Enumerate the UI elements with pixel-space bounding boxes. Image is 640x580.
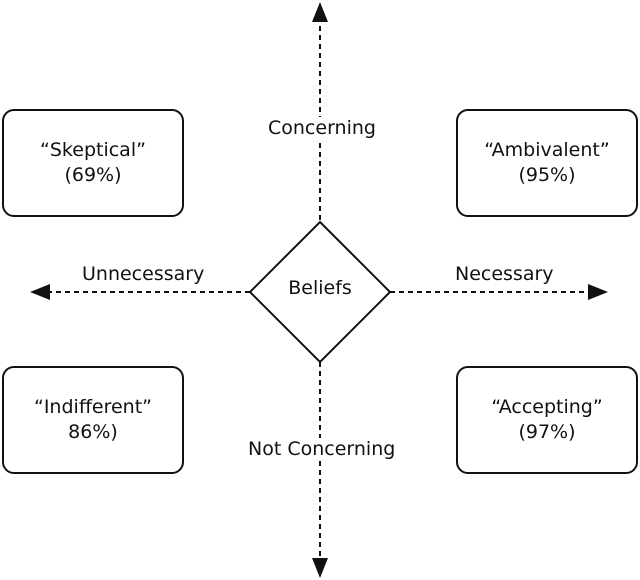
center-label: Beliefs bbox=[288, 277, 352, 299]
quadrant-box-skeptical: “Skeptical” (69%) bbox=[2, 109, 184, 217]
arrow-right-icon bbox=[588, 284, 608, 300]
quadrant-box-ambivalent: “Ambivalent” (95%) bbox=[456, 109, 638, 217]
quadrant-box-accepting: “Accepting” (97%) bbox=[456, 366, 638, 474]
quadrant-name: “Accepting” bbox=[491, 396, 603, 418]
quadrant-percent: (97%) bbox=[518, 421, 576, 443]
axis-label-not-concerning: Not Concerning bbox=[248, 438, 396, 460]
axis-label-necessary: Necessary bbox=[455, 263, 554, 285]
quadrant-name: “Skeptical” bbox=[40, 139, 146, 161]
axis-label-unnecessary: Unnecessary bbox=[82, 263, 205, 285]
quadrant-percent: (69%) bbox=[64, 164, 122, 186]
quadrant-percent: 86%) bbox=[68, 421, 118, 443]
quadrant-box-indifferent: “Indifferent” 86%) bbox=[2, 366, 184, 474]
quadrant-name: “Ambivalent” bbox=[484, 139, 610, 161]
center-diamond bbox=[248, 220, 392, 364]
arrow-left-icon bbox=[30, 284, 50, 300]
quadrant-percent: (95%) bbox=[518, 164, 576, 186]
quadrant-name: “Indifferent” bbox=[33, 396, 153, 418]
arrow-up-icon bbox=[312, 2, 328, 22]
arrow-down-icon bbox=[312, 558, 328, 578]
axis-label-concerning: Concerning bbox=[268, 117, 376, 139]
